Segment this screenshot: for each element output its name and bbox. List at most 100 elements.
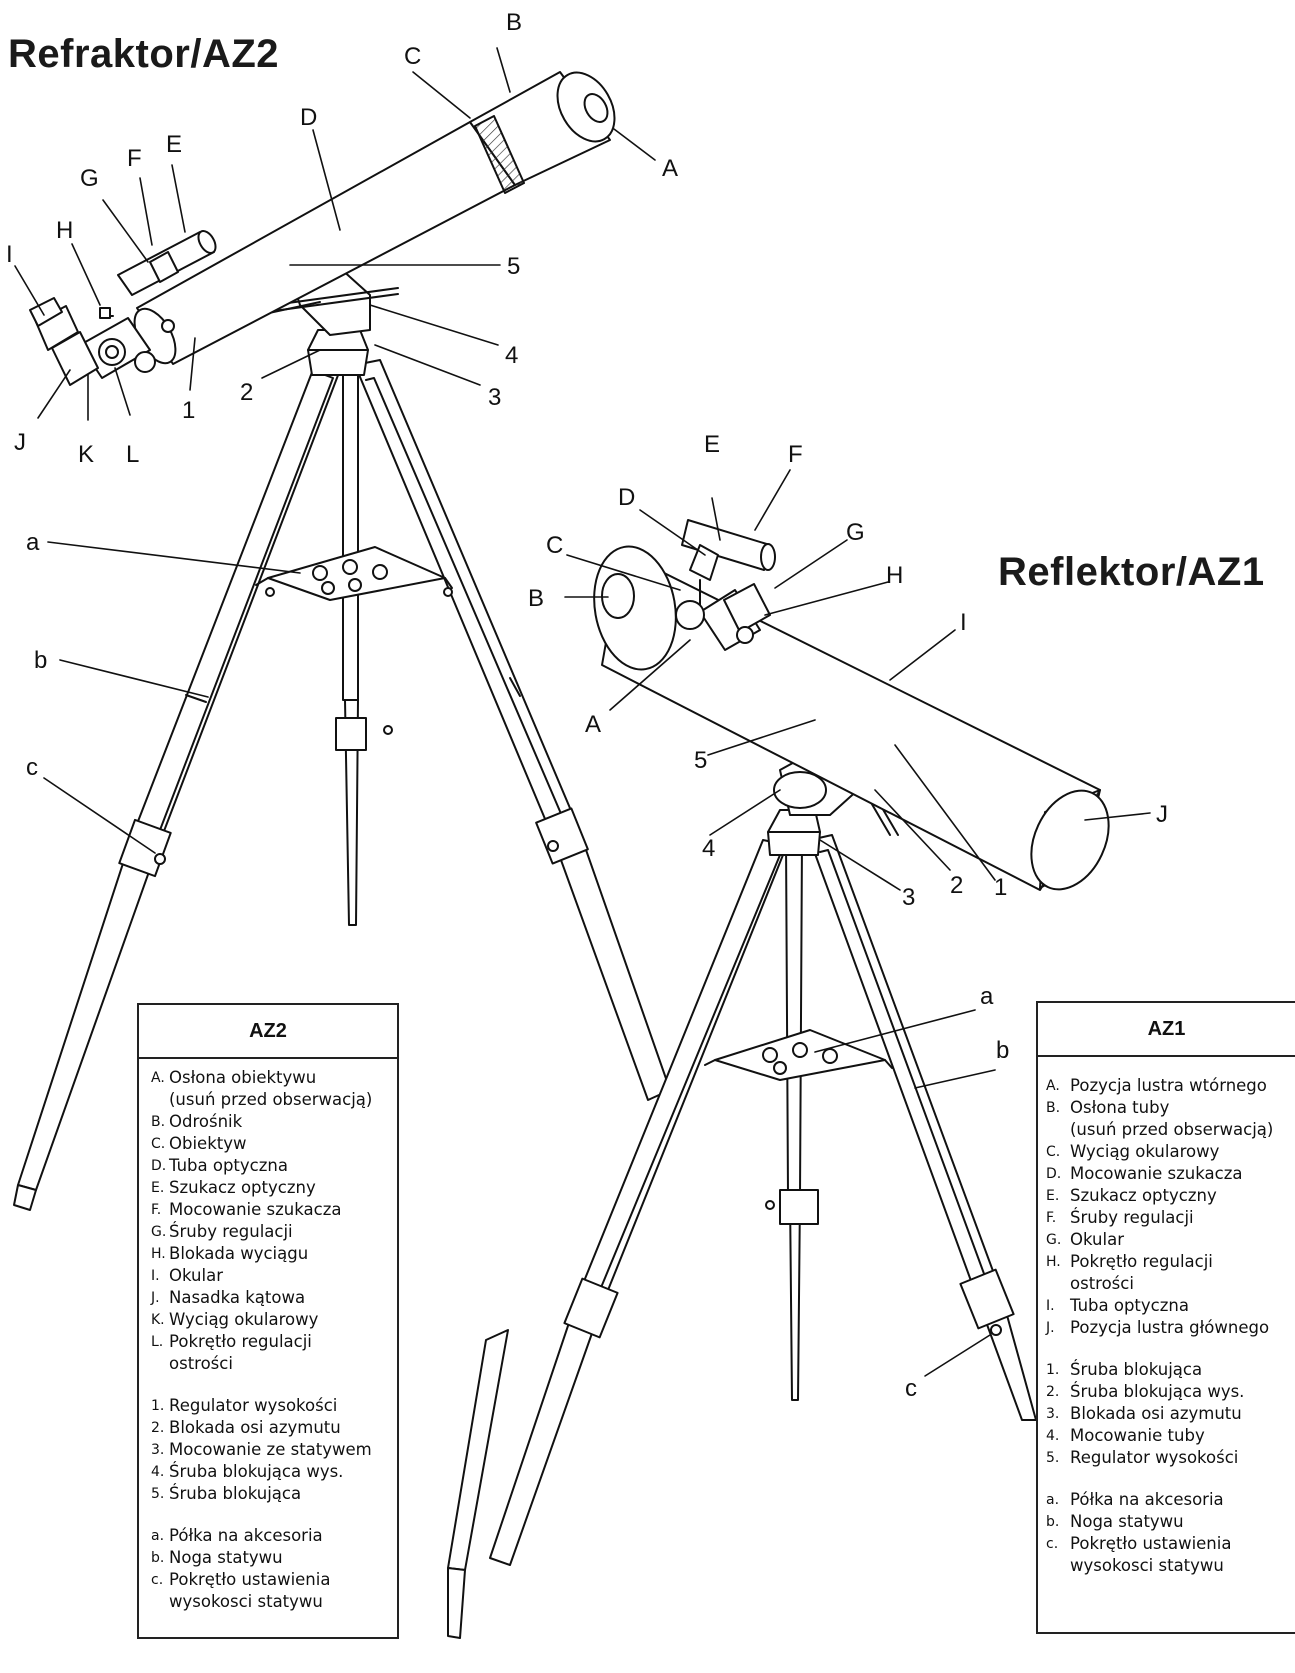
legend-text: Regulator wysokości	[1070, 1448, 1239, 1467]
legend-box-az1: AZ1 A.Pozycja lustra wtórnego B.Osłona t…	[1036, 1001, 1295, 1634]
legend-key: H.	[151, 1246, 166, 1262]
legend-item: 2.Blokada osi azymutu	[151, 1417, 397, 1439]
legend-key: D.	[151, 1158, 167, 1174]
legend-text: Śruby regulacji	[169, 1222, 293, 1241]
legend-text: Śruba blokująca	[1070, 1360, 1203, 1379]
az1-callout-4: 4	[702, 835, 715, 862]
az1-tripod-left-leg	[489, 839, 788, 1566]
az2-callout-labels: A B C D E F G H I J K L 1 2 3 4 5 a b c	[6, 9, 678, 781]
legend-key: D.	[1046, 1166, 1062, 1182]
refractor-drawing: A B C D E F G H I J K L 1 2 3 4 5 a b c	[6, 9, 678, 1639]
legend-item: L.Pokrętło regulacji ostrości	[151, 1331, 397, 1375]
legend-item: J.Nasadka kątowa	[151, 1287, 397, 1309]
az1-optical-tube	[593, 545, 1110, 891]
legend-key: 1.	[1046, 1362, 1060, 1378]
az2-callout-H: H	[56, 217, 73, 244]
az2-callout-3: 3	[488, 384, 501, 411]
az2-tripod-right-leg	[354, 359, 671, 1639]
legend-key: 3.	[151, 1442, 165, 1458]
legend-key: E.	[1046, 1188, 1060, 1204]
legend-text: Blokada osi azymutu	[1070, 1404, 1242, 1423]
legend-key: G.	[1046, 1232, 1062, 1248]
az2-tripod-left-leg	[13, 361, 341, 1211]
legend-item: C.Wyciąg okularowy	[1046, 1141, 1295, 1163]
legend-item: H.Pokrętło regulacji ostrości	[1046, 1251, 1295, 1295]
legend-text: Pozycja lustra głównego	[1070, 1318, 1270, 1337]
legend-key: 3.	[1046, 1406, 1060, 1422]
legend-title-az1: AZ1	[1038, 1003, 1295, 1057]
legend-text: Szukacz optyczny	[169, 1178, 316, 1197]
legend-text: Tuba optyczna	[169, 1156, 288, 1175]
legend-item: 4.Śruba blokująca wys.	[151, 1461, 397, 1483]
refraktor-title: Refraktor/AZ2	[8, 32, 280, 76]
legend-item: c.Pokrętło ustawienia wysokosci statywu	[1046, 1533, 1295, 1577]
az1-callout-1: 1	[994, 874, 1007, 901]
az1-callout-I: I	[960, 609, 967, 636]
az2-focuser	[29, 297, 156, 386]
legend-item: I. Tuba optyczna	[1046, 1295, 1295, 1317]
az2-callout-4: 4	[505, 342, 518, 369]
legend-text: Półka na akcesoria	[1070, 1490, 1224, 1509]
az2-callout-L: L	[126, 441, 139, 468]
legend-key: G.	[151, 1224, 167, 1240]
legend-item: D.Tuba optyczna	[151, 1155, 397, 1177]
legend-title-az2: AZ2	[139, 1005, 397, 1059]
az2-callout-J: J	[14, 429, 26, 456]
az2-callout-2: 2	[240, 379, 253, 406]
legend-text: Blokada osi azymutu	[169, 1418, 341, 1437]
az1-callout-A: A	[585, 711, 601, 738]
legend-key: L.	[151, 1334, 164, 1350]
legend-item: 2.Śruba blokująca wys.	[1046, 1381, 1295, 1403]
legend-key: H.	[1046, 1254, 1061, 1270]
az1-tripod-right-leg	[809, 834, 1037, 1421]
az1-callout-E: E	[704, 431, 720, 458]
legend-key: F.	[151, 1202, 162, 1218]
legend-text: Śruba blokująca	[169, 1484, 302, 1503]
legend-item: C.Obiektyw	[151, 1133, 397, 1155]
legend-item: b.Noga statywu	[1046, 1511, 1295, 1533]
legend-key: 4.	[1046, 1428, 1060, 1444]
legend-key: 5.	[151, 1486, 165, 1502]
legend-item: c.Pokrętło ustawienia wysokosci statywu	[151, 1569, 397, 1613]
legend-key: B.	[1046, 1100, 1061, 1116]
az1-focuser	[675, 519, 776, 651]
legend-text: Wyciąg okularowy	[169, 1310, 319, 1329]
az1-callout-B: B	[528, 585, 544, 612]
legend-key: I.	[1046, 1298, 1055, 1314]
legend-item: H.Blokada wyciągu	[151, 1243, 397, 1265]
legend-item: E.Szukacz optyczny	[151, 1177, 397, 1199]
legend-key: A.	[1046, 1078, 1060, 1094]
az2-callout-b: b	[34, 647, 47, 674]
az1-callout-F: F	[788, 441, 803, 468]
legend-text: Odrośnik	[169, 1112, 243, 1131]
az2-callout-I: I	[6, 241, 13, 268]
az1-callout-D: D	[618, 484, 635, 511]
legend-text: Osłona tuby (usuń przed obserwacją)	[1070, 1098, 1274, 1139]
az1-callout-2: 2	[950, 872, 963, 899]
legend-item: 1.Regulator wysokości	[151, 1395, 397, 1417]
legend-list-az1: A.Pozycja lustra wtórnego B.Osłona tuby …	[1038, 1057, 1295, 1577]
legend-item: 5. Regulator wysokości	[1046, 1447, 1295, 1469]
legend-text: Mocowanie tuby	[1070, 1426, 1205, 1445]
legend-text: Obiektyw	[169, 1134, 247, 1153]
az2-callout-1: 1	[182, 397, 195, 424]
az1-callout-3: 3	[902, 884, 915, 911]
az2-optical-tube	[133, 71, 616, 365]
legend-key: 1.	[151, 1398, 165, 1414]
legend-text: Tuba optyczna	[1070, 1296, 1189, 1315]
legend-item: J.Pozycja lustra głównego	[1046, 1317, 1295, 1339]
az1-callout-5: 5	[694, 747, 707, 774]
legend-text: Noga statywu	[169, 1548, 283, 1567]
az2-callout-a: a	[26, 529, 40, 556]
legend-text: Mocowanie szukacza	[169, 1200, 342, 1219]
az2-callout-C: C	[404, 43, 421, 70]
legend-key: b.	[151, 1550, 165, 1566]
legend-item: B. Osłona tuby (usuń przed obserwacją)	[1046, 1097, 1295, 1141]
az2-callout-E: E	[166, 131, 182, 158]
az1-callout-b: b	[996, 1037, 1009, 1064]
legend-key: 5.	[1046, 1450, 1060, 1466]
legend-key: B.	[151, 1114, 166, 1130]
legend-text: Wyciąg okularowy	[1070, 1142, 1220, 1161]
legend-key: a.	[151, 1528, 165, 1544]
legend-text: Śruby regulacji	[1070, 1208, 1194, 1227]
